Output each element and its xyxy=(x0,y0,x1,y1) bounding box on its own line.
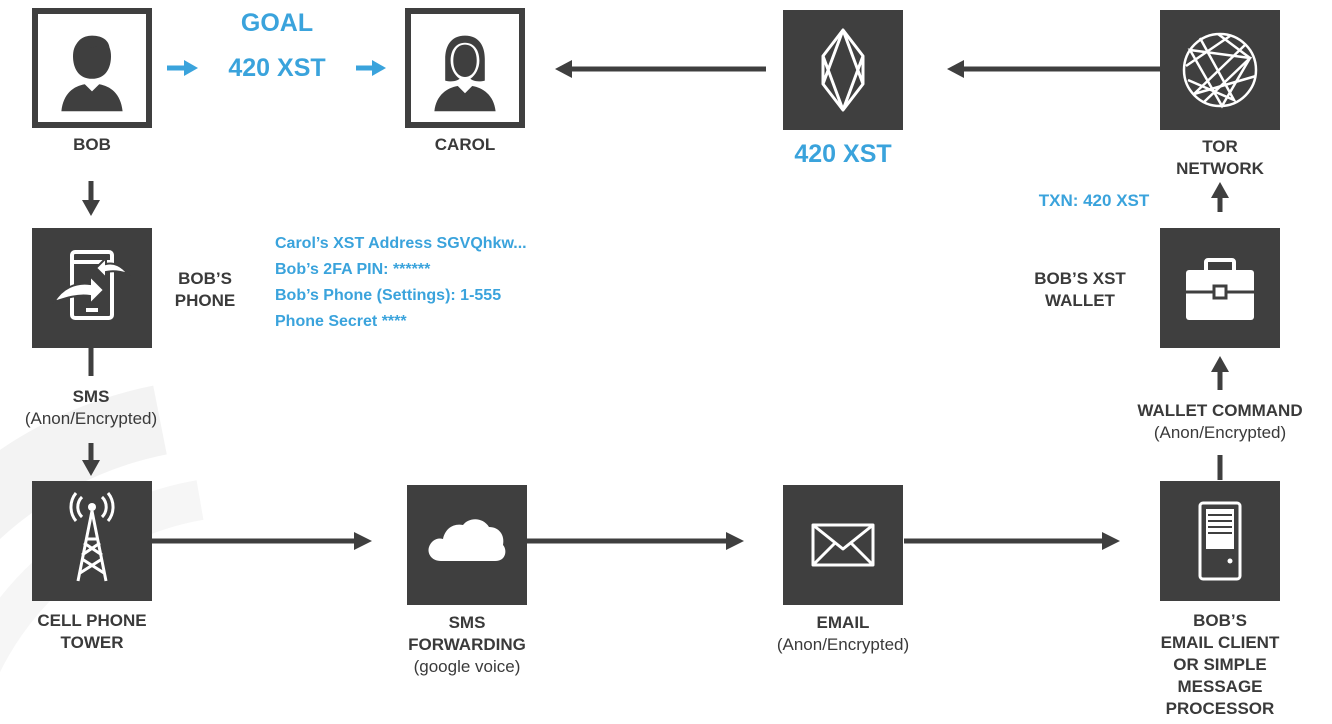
envelope-icon xyxy=(811,523,875,567)
goal-title: GOAL xyxy=(240,9,314,37)
arrow-bob-to-phone xyxy=(82,181,100,216)
arrow-tor-to-stealth xyxy=(947,60,1160,78)
briefcase-icon xyxy=(1186,258,1254,320)
bob-node xyxy=(32,8,152,128)
phone-label-line-1: BOB’S xyxy=(178,269,232,288)
goal-arrow-left xyxy=(167,60,198,76)
sms-forwarding-sub: (google voice) xyxy=(413,657,521,676)
wallet-label-line-2: WALLET xyxy=(1045,291,1115,310)
stealth-logo-icon xyxy=(821,28,865,112)
sms-step-sub: (Anon/Encrypted) xyxy=(24,409,158,428)
email-client-line-5: PROCESSOR xyxy=(1165,699,1275,718)
bob-label: BOB xyxy=(73,135,111,154)
arrow-email-to-client xyxy=(904,532,1120,550)
email-label-line: EMAIL xyxy=(816,613,870,632)
stealth-amount: 420 XST xyxy=(794,140,892,168)
arrow-wallet-to-tor xyxy=(1211,182,1229,212)
info-phone-settings: Bob’s Phone (Settings): 1-555 xyxy=(275,287,502,304)
arrow-command-to-wallet xyxy=(1211,356,1229,390)
globe-network-icon xyxy=(1182,32,1258,109)
email-client-line-3: OR SIMPLE xyxy=(1173,655,1267,674)
sms-forwarding-label: SMS FORWARDING (google voice) xyxy=(385,612,549,678)
male-user-icon xyxy=(61,35,123,112)
arrow-stealth-to-carol xyxy=(555,60,766,78)
email-client-node xyxy=(1160,481,1280,601)
info-2fa-pin: Bob’s 2FA PIN: ****** xyxy=(275,261,431,278)
tower-label: CELL PHONE TOWER xyxy=(10,610,174,654)
tower-node xyxy=(32,481,152,601)
cloud-icon xyxy=(428,519,506,561)
sms-step: SMS (Anon/Encrypted) xyxy=(0,386,182,430)
email-client-label: BOB’S EMAIL CLIENT OR SIMPLE MESSAGE PRO… xyxy=(1130,610,1310,720)
carol-node xyxy=(405,8,525,128)
wallet-command-label: WALLET COMMAND xyxy=(1137,401,1303,420)
txn-label: TXN: 420 XST xyxy=(1038,191,1150,210)
email-client-line-1: BOB’S xyxy=(1193,611,1247,630)
sms-forwarding-node xyxy=(407,485,527,605)
wallet-node xyxy=(1160,228,1280,348)
email-client-line-2: EMAIL CLIENT xyxy=(1160,633,1280,652)
tor-label-line-1: TOR xyxy=(1202,137,1238,156)
phone-label-line-2: PHONE xyxy=(174,291,236,310)
phone-label: BOB’S PHONE xyxy=(160,268,250,312)
email-node xyxy=(783,485,903,605)
wallet-command-step: WALLET COMMAND (Anon/Encrypted) xyxy=(1112,400,1328,444)
phone-transfer-icon xyxy=(51,250,131,320)
carol-label: CAROL xyxy=(434,135,496,154)
phone-node xyxy=(32,228,152,348)
arrow-sms-to-tower xyxy=(82,443,100,476)
cell-tower-icon xyxy=(69,492,115,582)
email-label-sub: (Anon/Encrypted) xyxy=(776,635,910,654)
tower-label-line-2: TOWER xyxy=(60,633,124,652)
server-tower-icon xyxy=(1198,501,1242,581)
sms-forwarding-line-1: SMS xyxy=(448,613,486,632)
arrow-forwarding-to-email xyxy=(525,532,744,550)
info-phone-secret: Phone Secret **** xyxy=(275,313,407,330)
female-user-icon xyxy=(434,35,496,112)
goal-arrow-right xyxy=(356,60,386,76)
tor-label-line-2: NETWORK xyxy=(1176,159,1264,178)
email-label: EMAIL (Anon/Encrypted) xyxy=(748,612,938,656)
wallet-label-line-1: BOB’S XST xyxy=(1034,269,1126,288)
tor-label: TOR NETWORK xyxy=(1160,136,1280,180)
sms-step-label: SMS xyxy=(72,387,110,406)
tor-node xyxy=(1160,10,1280,130)
tower-label-line-1: CELL PHONE xyxy=(37,611,147,630)
wallet-label: BOB’S XST WALLET xyxy=(1010,268,1150,312)
email-client-line-4: MESSAGE xyxy=(1177,677,1263,696)
sms-forwarding-line-2: FORWARDING xyxy=(408,635,526,654)
wallet-command-sub: (Anon/Encrypted) xyxy=(1153,423,1287,442)
phone-info-list: Carol’s XST Address SGVQhkw... Bob’s 2FA… xyxy=(275,231,527,335)
goal-amount: 420 XST xyxy=(228,54,326,82)
arrow-tower-to-forwarding xyxy=(152,532,372,550)
stealth-node xyxy=(783,10,903,130)
info-carol-address: Carol’s XST Address SGVQhkw... xyxy=(275,235,527,252)
